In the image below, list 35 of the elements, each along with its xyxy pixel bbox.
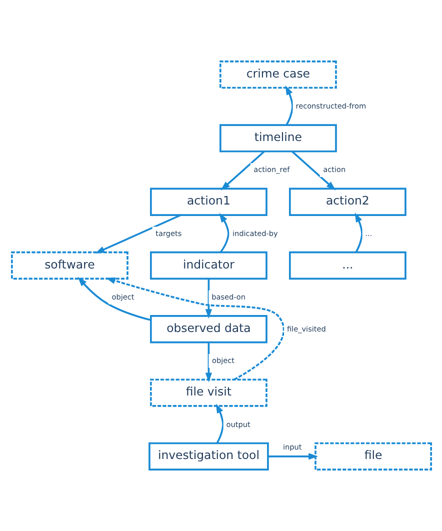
- arrow: [354, 212, 362, 253]
- edge-label: input: [282, 442, 302, 452]
- edge-label: indicated-by: [232, 228, 278, 238]
- edge-label: action: [322, 165, 346, 174]
- edge-label: object: [111, 292, 134, 302]
- node-box: software: [10, 251, 128, 280]
- node-box: timeline: [219, 124, 336, 152]
- node-box: crime case: [219, 60, 336, 89]
- arrow: [215, 404, 224, 444]
- edge-label: action_ref: [253, 165, 290, 174]
- node-box: file: [314, 442, 432, 470]
- node-box: investigation tool: [148, 442, 268, 470]
- edge-label: object: [211, 356, 234, 366]
- edge-label: based-on: [211, 292, 246, 302]
- arrow: [94, 214, 180, 254]
- arrow: [218, 212, 229, 253]
- arrow: [268, 453, 318, 460]
- node-box: action1: [150, 188, 267, 216]
- node-box: indicator: [150, 251, 267, 280]
- arrow: [220, 150, 264, 190]
- edge-label: reconstructed-from: [295, 102, 366, 111]
- edge-label: file_visited: [286, 324, 326, 334]
- arrow: [77, 276, 151, 321]
- node-box: observed data: [150, 315, 267, 344]
- node-box: action2: [288, 188, 406, 216]
- edge-label: targets: [155, 228, 182, 238]
- arrow: [284, 85, 293, 126]
- arrow: [105, 277, 284, 380]
- arrow: [291, 150, 336, 190]
- edge-label: output: [226, 420, 250, 429]
- arrow: [204, 342, 212, 382]
- node-box: file visit: [150, 378, 267, 407]
- node-box: ...: [288, 251, 406, 280]
- arrow: [204, 278, 212, 319]
- edge-label: ...: [364, 228, 372, 238]
